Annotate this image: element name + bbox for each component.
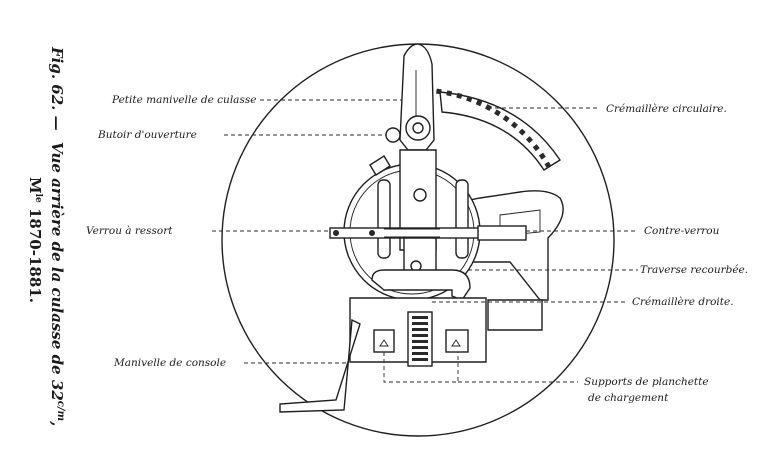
svg-text:Mle 1870-1881.: Mle 1870-1881. <box>26 177 44 303</box>
rack-tooth <box>456 92 463 99</box>
rack-tooth <box>544 161 552 169</box>
rack-tooth <box>475 99 483 107</box>
caption-title: Vue arrière de la culasse de 32 <box>48 142 66 401</box>
bolt-pin-2 <box>369 230 375 236</box>
straight-rack-tooth <box>412 340 428 343</box>
latch-lever <box>369 155 391 176</box>
opening-stop <box>385 127 401 143</box>
console-crank <box>279 318 361 413</box>
rack-tooth <box>532 144 540 152</box>
caption-fig-label: Fig. 62. — <box>48 46 66 131</box>
straight-rack-tooth <box>412 358 428 361</box>
spring-bolt <box>329 227 491 239</box>
svg-text:Fig. 62. — Vue arrière d: Fig. 62. — Vue arrière de la culasse de … <box>48 46 66 426</box>
rack-tooth <box>518 128 526 136</box>
rack-tooth <box>538 152 546 160</box>
rack-tooth <box>446 90 453 97</box>
right-latch <box>455 179 469 259</box>
support-marks <box>379 339 461 347</box>
board-support-left <box>373 329 395 353</box>
slide-pin <box>413 188 427 202</box>
figure-caption-model: Mle 1870-1881. <box>26 177 44 303</box>
circular-rack-teeth <box>436 88 552 169</box>
straight-rack-teeth <box>412 316 428 361</box>
rack-tooth <box>510 121 518 129</box>
rack-tooth <box>494 109 501 117</box>
circular-rack <box>439 91 561 171</box>
label-verrou: Verrou à ressort <box>86 225 173 237</box>
rack-tooth <box>525 136 534 144</box>
straight-rack-tooth <box>412 346 428 349</box>
label-cremaillere-circulaire: Crémaillère circulaire. <box>606 103 727 115</box>
caption-title-unit: c/m <box>55 401 66 421</box>
straight-rack-tooth <box>412 352 428 355</box>
label-butoir: Butoir d'ouverture <box>97 129 197 141</box>
rack-tooth <box>466 95 473 103</box>
caption-model-sup: le <box>33 194 43 203</box>
leader-supports <box>383 352 578 383</box>
crank-hub-pin <box>412 122 424 134</box>
curved-traverse <box>371 269 471 301</box>
straight-rack-tooth <box>412 334 428 337</box>
straight-rack <box>407 311 433 367</box>
console-base <box>487 299 543 331</box>
label-manivelle-console: Manivelle de console <box>113 357 226 369</box>
bolt-spring-lines <box>384 228 440 238</box>
counter-bolt <box>477 225 527 241</box>
label-supports-line2: de chargement <box>588 392 669 404</box>
rack-tooth <box>436 88 442 95</box>
crank-hub <box>405 115 431 141</box>
caption-model: M <box>26 177 44 194</box>
caption-model-years: 1870-1881. <box>26 203 44 303</box>
straight-rack-tooth <box>412 328 428 331</box>
left-latch <box>377 179 391 259</box>
rack-tooth <box>502 115 510 123</box>
figure-caption: Fig. 62. — Vue arrière de la culasse de … <box>48 46 66 426</box>
console-housing <box>469 190 564 301</box>
label-petite-manivelle: Petite manivelle de culasse <box>111 94 256 106</box>
straight-rack-tooth <box>412 316 428 319</box>
bolt-end-pin <box>333 230 339 236</box>
label-contre-verrou: Contre-verrou <box>644 225 720 237</box>
label-cremaillere-droite: Crémaillère droite. <box>632 296 734 308</box>
straight-rack-tooth <box>412 322 428 325</box>
label-supports-line1: Supports de planchette <box>584 376 709 388</box>
label-traverse: Traverse recourbée. <box>640 264 748 276</box>
